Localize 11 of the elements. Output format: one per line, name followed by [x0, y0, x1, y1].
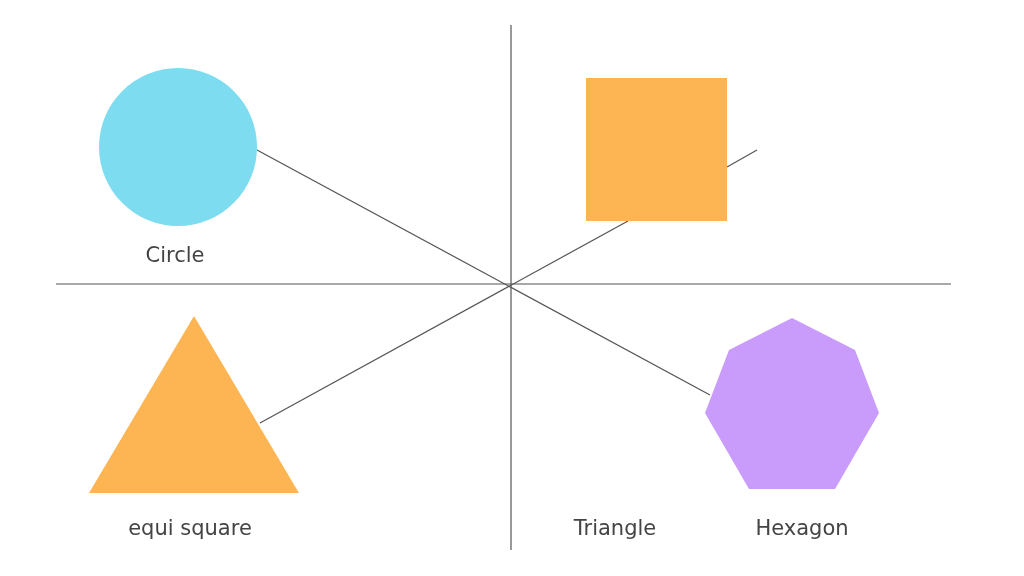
heptagon-shape [705, 318, 879, 489]
shape-caption: Circle [145, 243, 205, 269]
circle-shape [99, 68, 257, 226]
connector-line [256, 149, 711, 396]
triangle-shape [89, 316, 299, 493]
connector-line [259, 220, 629, 424]
square-shape [586, 78, 727, 221]
text-label: Triangle [573, 516, 657, 542]
shape-caption: Hexagon [755, 516, 849, 542]
shape-caption: equi square [128, 516, 252, 542]
connector-line [726, 149, 758, 168]
